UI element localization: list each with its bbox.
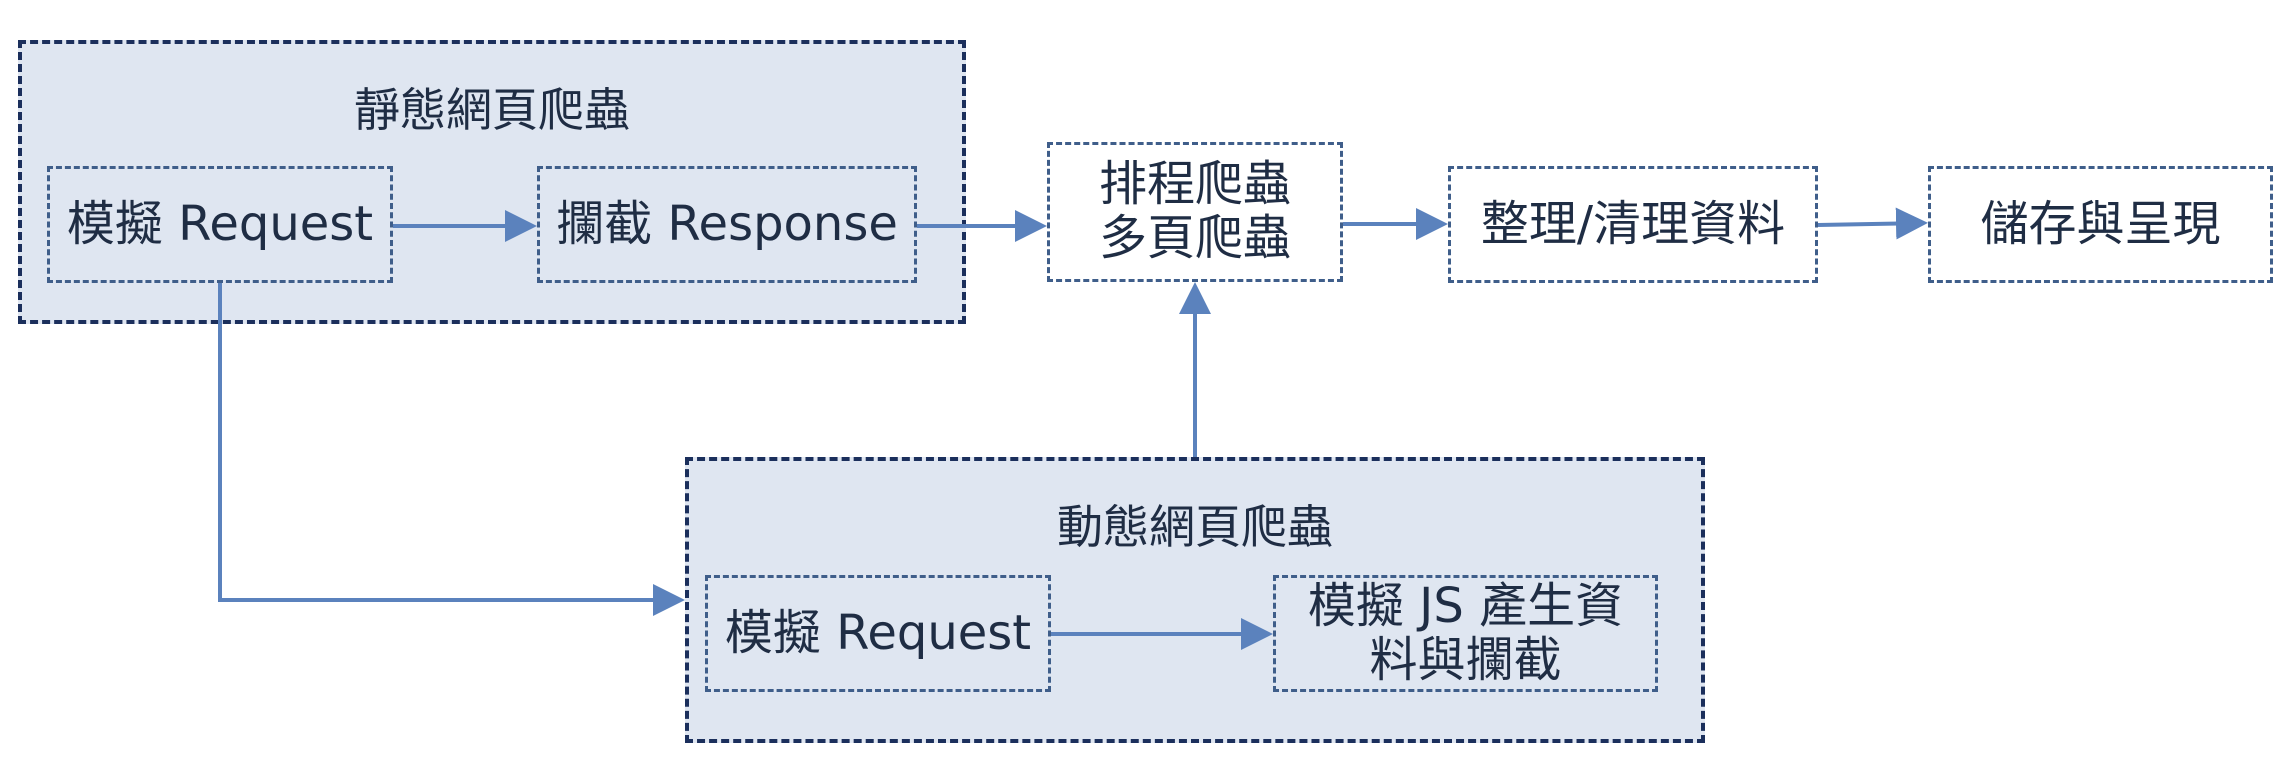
arrow-static-request-to-dynamic-group — [218, 283, 685, 616]
schedule-multipage-node: 排程爬蟲 多頁爬蟲 — [1047, 142, 1343, 282]
dynamic-crawler-title: 動態網頁爬蟲 — [1057, 500, 1333, 554]
intercept-response-label: 攔截 Response — [556, 195, 898, 252]
static-crawler-title: 靜態網頁爬蟲 — [354, 83, 630, 137]
multipage-label: 多頁爬蟲 — [1098, 210, 1291, 266]
clean-data-node: 整理/清理資料 — [1448, 166, 1818, 283]
simulate-js-node: 模擬 JS 產生資 料與攔截 — [1273, 575, 1658, 692]
schedule-label: 排程爬蟲 — [1098, 156, 1291, 213]
static-simulate-request-node: 模擬 Request — [47, 166, 393, 283]
arrow-clean-to-store — [1817, 207, 1928, 240]
dynamic-simulate-request-label: 模擬 Request — [724, 604, 1032, 661]
intercept-response-node: 攔截 Response — [537, 166, 917, 283]
clean-data-label: 整理/清理資料 — [1480, 195, 1786, 252]
store-present-label: 儲存與呈現 — [1980, 195, 2221, 252]
simulate-js-label-line1: 模擬 JS 產生資 — [1307, 577, 1624, 634]
static-simulate-request-label: 模擬 Request — [66, 195, 374, 252]
simulate-js-label-line2: 料與攔截 — [1369, 631, 1562, 688]
store-present-node: 儲存與呈現 — [1928, 166, 2273, 283]
dynamic-simulate-request-node: 模擬 Request — [705, 575, 1051, 692]
